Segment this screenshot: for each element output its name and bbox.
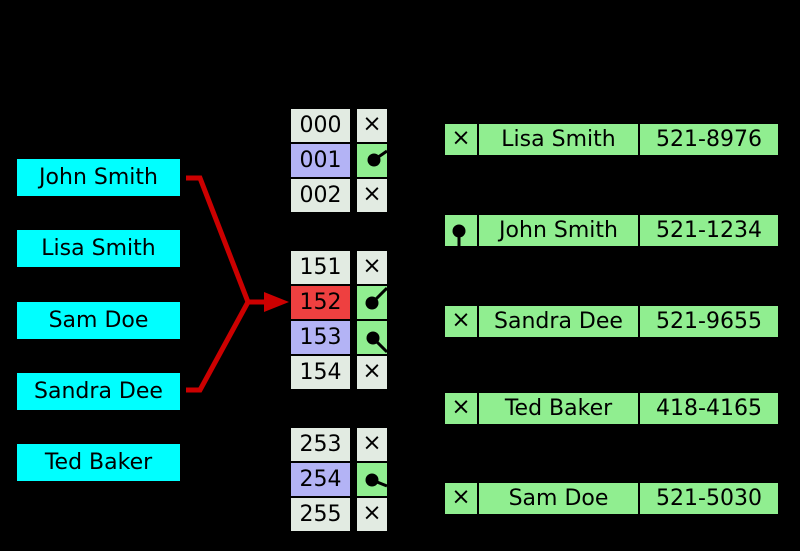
entry-name: Sam Doe (508, 486, 609, 511)
entry-name: Sandra Dee (494, 309, 623, 334)
null-pointer-icon: × (362, 253, 382, 279)
bucket-pointer-cell: × (355, 496, 389, 533)
pointer-dot-icon (366, 331, 387, 354)
bucket-index: 154 (299, 360, 342, 385)
bucket-index: 002 (299, 183, 342, 208)
entry-name: Lisa Smith (501, 127, 616, 152)
bucket-index-cell: 153 (289, 319, 352, 356)
key-label: Lisa Smith (41, 236, 156, 261)
entry-name-cell: Sam Doe (477, 481, 640, 516)
bucket-pointer-cell: × (355, 426, 389, 463)
null-pointer-icon: × (451, 484, 471, 510)
key-label: Sam Doe (48, 308, 149, 333)
key-box-john-smith: John Smith (17, 159, 180, 196)
entry-phone-cell: 521-1234 (638, 213, 780, 248)
null-pointer-icon: × (362, 430, 382, 456)
key-box-lisa-smith: Lisa Smith (17, 230, 180, 267)
bucket-pointer-cell: × (355, 177, 389, 214)
bucket-row-152: 152 (289, 284, 389, 321)
key-box-ted-baker: Ted Baker (17, 444, 180, 481)
null-pointer-icon: × (362, 181, 382, 207)
bucket-index: 255 (299, 502, 342, 527)
null-pointer-icon: × (451, 307, 471, 333)
null-pointer-icon: × (362, 500, 382, 526)
entry-phone: 521-8976 (656, 127, 762, 152)
entry-phone-cell: 521-9655 (638, 304, 780, 339)
entry-name-cell: Sandra Dee (477, 304, 640, 339)
entry-john-smith: John Smith 521-1234 (443, 213, 780, 248)
entry-phone: 521-1234 (656, 218, 762, 243)
bucket-block-000: 000 × 001 002 × (289, 107, 389, 214)
pointer-dot-icon (367, 149, 387, 167)
bucket-index-cell: 254 (289, 461, 352, 498)
null-pointer-icon: × (451, 394, 471, 420)
bucket-index-cell: 253 (289, 426, 352, 463)
bucket-row-002: 002 × (289, 177, 389, 214)
bucket-row-255: 255 × (289, 496, 389, 533)
arrowhead-icon (264, 292, 289, 312)
bucket-row-253: 253 × (289, 426, 389, 463)
bucket-index-cell: 255 (289, 496, 352, 533)
pointer-dot-icon (365, 286, 387, 310)
entry-phone-cell: 521-8976 (638, 122, 780, 157)
bucket-row-151: 151 × (289, 249, 389, 286)
entry-ted-baker: × Ted Baker 418-4165 (443, 391, 780, 426)
entry-next-pointer-cell: × (443, 304, 479, 339)
bucket-index-cell: 000 (289, 107, 352, 144)
entry-next-pointer-cell: × (443, 391, 479, 426)
entry-name-cell: John Smith (477, 213, 640, 248)
entry-name-cell: Lisa Smith (477, 122, 640, 157)
bucket-index: 000 (299, 113, 342, 138)
entry-name: Ted Baker (504, 396, 613, 421)
pointer-dot-icon (365, 473, 387, 488)
entry-sandra-dee: × Sandra Dee 521-9655 (443, 304, 780, 339)
null-pointer-icon: × (451, 125, 471, 151)
entry-name-cell: Ted Baker (477, 391, 640, 426)
bucket-index: 151 (299, 255, 342, 280)
key-label: Ted Baker (44, 450, 153, 475)
bucket-index: 254 (299, 467, 342, 492)
bucket-index: 153 (299, 325, 342, 350)
bucket-index-cell: 151 (289, 249, 352, 286)
pointer-dot-icon (452, 224, 466, 246)
entry-phone: 418-4165 (656, 396, 762, 421)
entry-sam-doe: × Sam Doe 521-5030 (443, 481, 780, 516)
key-label: Sandra Dee (34, 379, 163, 404)
entry-phone: 521-5030 (656, 486, 762, 511)
bucket-index-cell: 152 (289, 284, 352, 321)
entry-phone-cell: 418-4165 (638, 391, 780, 426)
bucket-index-cell: 001 (289, 142, 352, 179)
bucket-pointer-cell (355, 319, 389, 356)
bucket-pointer-cell (355, 142, 389, 179)
key-box-sandra-dee: Sandra Dee (17, 373, 180, 410)
bucket-row-000: 000 × (289, 107, 389, 144)
bucket-pointer-cell: × (355, 354, 389, 391)
bucket-block-151: 151 × 152 153 154 × (289, 249, 389, 391)
bucket-row-154: 154 × (289, 354, 389, 391)
bucket-index: 152 (299, 290, 342, 315)
key-box-sam-doe: Sam Doe (17, 302, 180, 339)
key-label: John Smith (39, 165, 158, 190)
entry-lisa-smith: × Lisa Smith 521-8976 (443, 122, 780, 157)
bucket-index-cell: 154 (289, 354, 352, 391)
entry-name: John Smith (499, 218, 618, 243)
bucket-pointer-cell: × (355, 107, 389, 144)
bucket-pointer-cell (355, 284, 389, 321)
bucket-pointer-cell (355, 461, 389, 498)
null-pointer-icon: × (362, 111, 382, 137)
bucket-row-001: 001 (289, 142, 389, 179)
entry-next-pointer-cell: × (443, 481, 479, 516)
bucket-row-153: 153 (289, 319, 389, 356)
entry-next-pointer-cell: × (443, 122, 479, 157)
entry-next-pointer-cell (443, 213, 479, 248)
bucket-index: 001 (299, 148, 342, 173)
entry-phone-cell: 521-5030 (638, 481, 780, 516)
bucket-row-254: 254 (289, 461, 389, 498)
bucket-index-cell: 002 (289, 177, 352, 214)
bucket-index: 253 (299, 432, 342, 457)
entry-phone: 521-9655 (656, 309, 762, 334)
bucket-pointer-cell: × (355, 249, 389, 286)
null-pointer-icon: × (362, 358, 382, 384)
bucket-block-253: 253 × 254 255 × (289, 426, 389, 533)
